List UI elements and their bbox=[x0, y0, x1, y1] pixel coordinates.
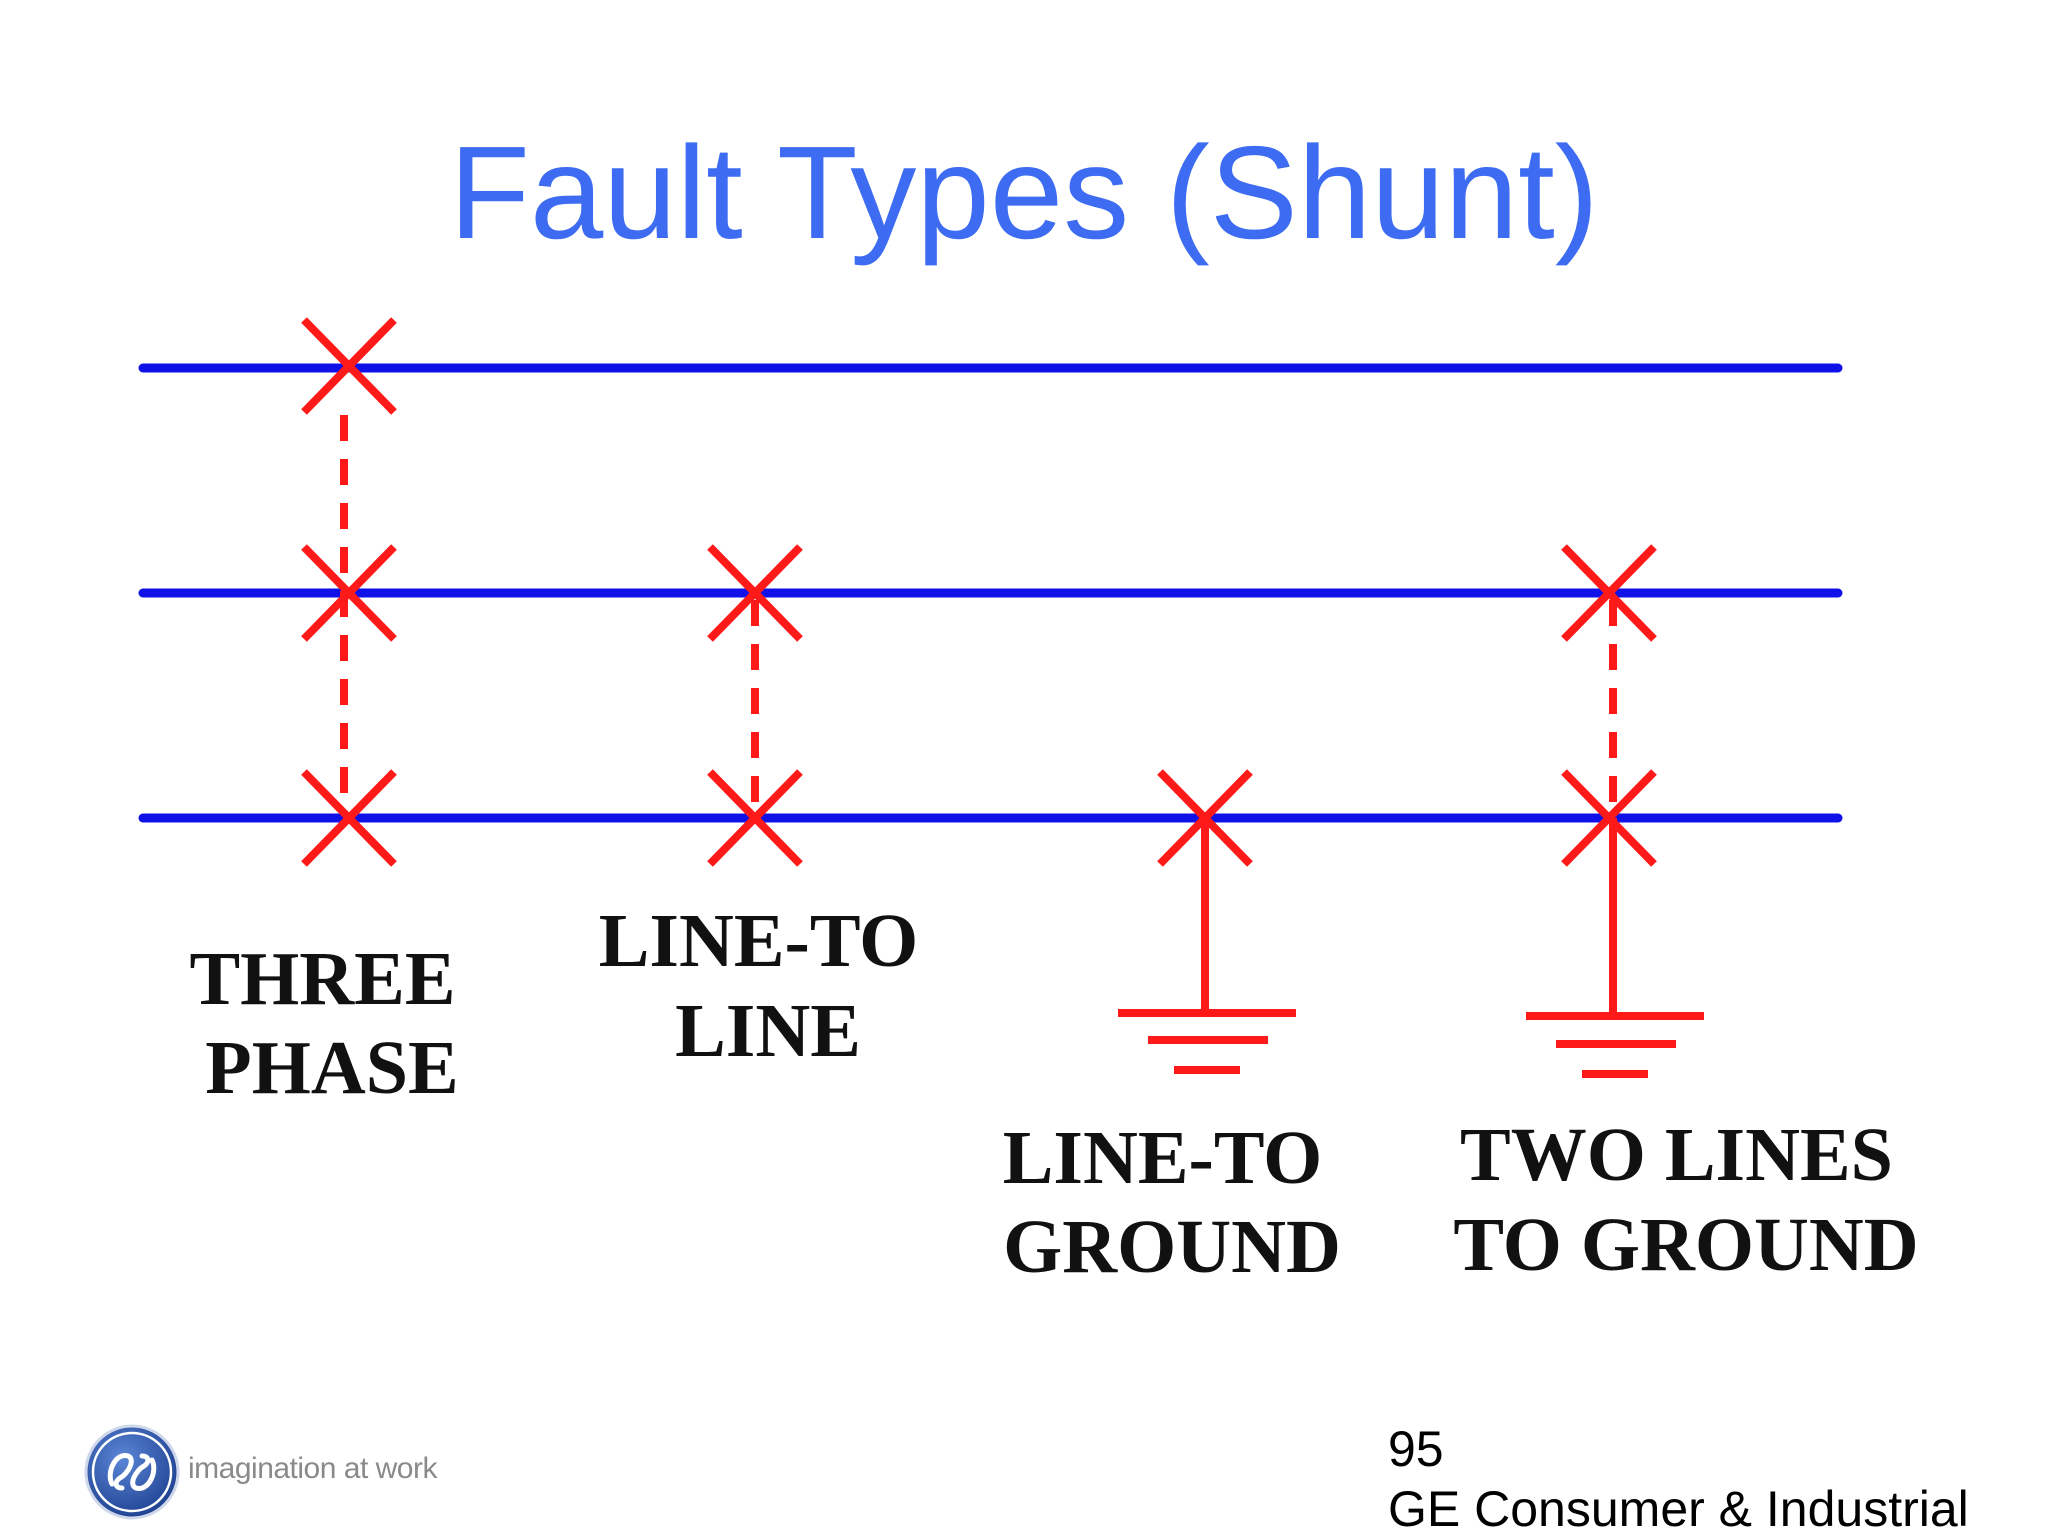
label-line: THREE bbox=[189, 937, 455, 1021]
label-line: LINE bbox=[675, 989, 861, 1073]
label-line: TWO LINES bbox=[1460, 1113, 1893, 1197]
line-to-line-fault bbox=[707, 544, 803, 867]
fault-x-mark-c bbox=[707, 769, 803, 867]
three-phase-label: THREE PHASE bbox=[189, 937, 474, 1110]
ge-logo-icon bbox=[84, 1424, 180, 1520]
fault-x-mark-a bbox=[301, 317, 397, 415]
label-line: TO GROUND bbox=[1453, 1203, 1918, 1287]
line-to-ground-fault bbox=[1118, 769, 1296, 1074]
ground-symbol bbox=[1118, 1009, 1296, 1074]
two-lines-to-ground-fault bbox=[1526, 544, 1704, 1078]
fault-x-mark-b bbox=[707, 544, 803, 642]
line-to-line-label: LINE-TO LINE bbox=[599, 899, 938, 1073]
label-line: PHASE bbox=[205, 1026, 458, 1110]
line-to-ground-label: LINE-TO GROUND bbox=[1003, 1116, 1342, 1289]
page-number: 95 bbox=[1388, 1421, 1444, 1477]
slide-title: Fault Types (Shunt) bbox=[449, 119, 1599, 266]
fault-x-mark-b bbox=[1561, 544, 1657, 642]
fault-x-mark-b bbox=[301, 544, 397, 642]
label-line: LINE-TO bbox=[599, 899, 919, 983]
logo-tagline: imagination at work bbox=[188, 1452, 437, 1485]
three-phase-fault bbox=[301, 317, 397, 867]
fault-x-mark-c bbox=[301, 769, 397, 867]
label-line: LINE-TO bbox=[1003, 1116, 1323, 1200]
ground-symbol bbox=[1526, 1012, 1704, 1078]
label-line: GROUND bbox=[1003, 1205, 1341, 1289]
two-lines-to-ground-label: TWO LINES TO GROUND bbox=[1453, 1113, 1918, 1287]
company-name: GE Consumer & Industrial bbox=[1388, 1481, 1969, 1536]
